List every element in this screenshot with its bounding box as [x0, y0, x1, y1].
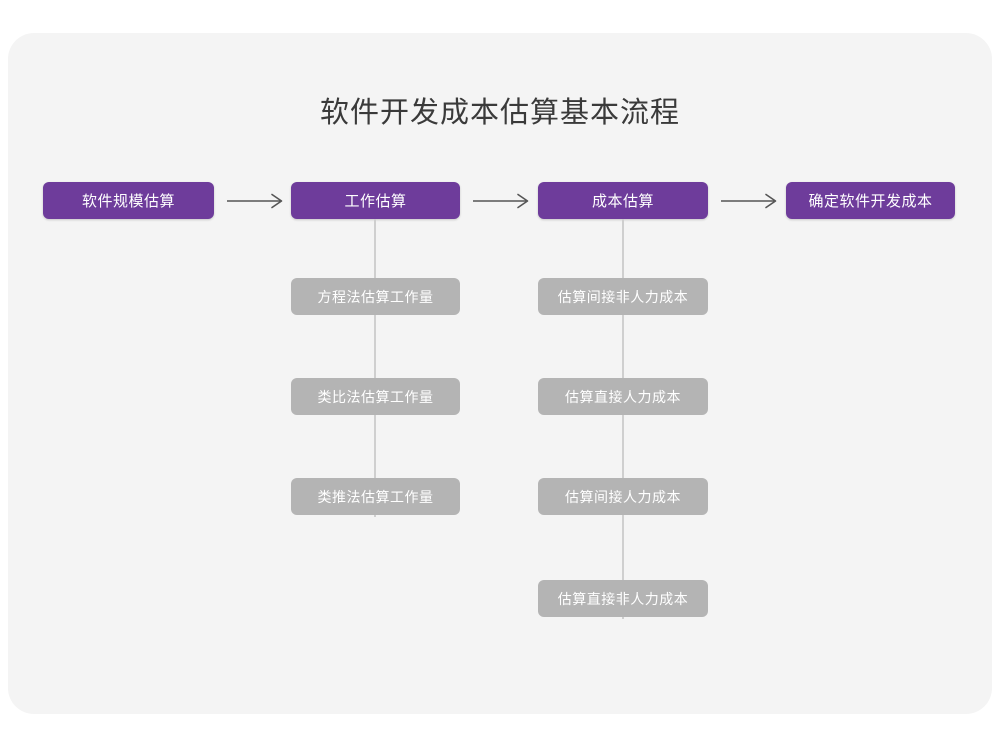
- step-node-cost-estimation[interactable]: 成本估算: [538, 182, 708, 219]
- connector-line-effort-column: [374, 219, 376, 517]
- sub-node-direct-labor-cost[interactable]: 估算直接人力成本: [538, 378, 708, 415]
- sub-node-inference-method-effort[interactable]: 类推法估算工作量: [291, 478, 460, 515]
- sub-node-indirect-nonlabor-cost[interactable]: 估算间接非人力成本: [538, 278, 708, 315]
- connector-line-cost-column: [622, 219, 624, 619]
- arrow-right-icon: [226, 192, 288, 210]
- sub-node-direct-nonlabor-cost[interactable]: 估算直接非人力成本: [538, 580, 708, 617]
- arrow-right-icon: [472, 192, 534, 210]
- step-node-effort-estimation[interactable]: 工作估算: [291, 182, 460, 219]
- diagram-card: [8, 33, 992, 714]
- step-node-determine-development-cost[interactable]: 确定软件开发成本: [786, 182, 955, 219]
- sub-node-equation-method-effort[interactable]: 方程法估算工作量: [291, 278, 460, 315]
- step-node-software-scale-estimation[interactable]: 软件规模估算: [43, 182, 214, 219]
- sub-node-indirect-labor-cost[interactable]: 估算间接人力成本: [538, 478, 708, 515]
- sub-node-analogy-method-effort[interactable]: 类比法估算工作量: [291, 378, 460, 415]
- page-title: 软件开发成本估算基本流程: [319, 97, 680, 129]
- arrow-right-icon: [720, 192, 782, 210]
